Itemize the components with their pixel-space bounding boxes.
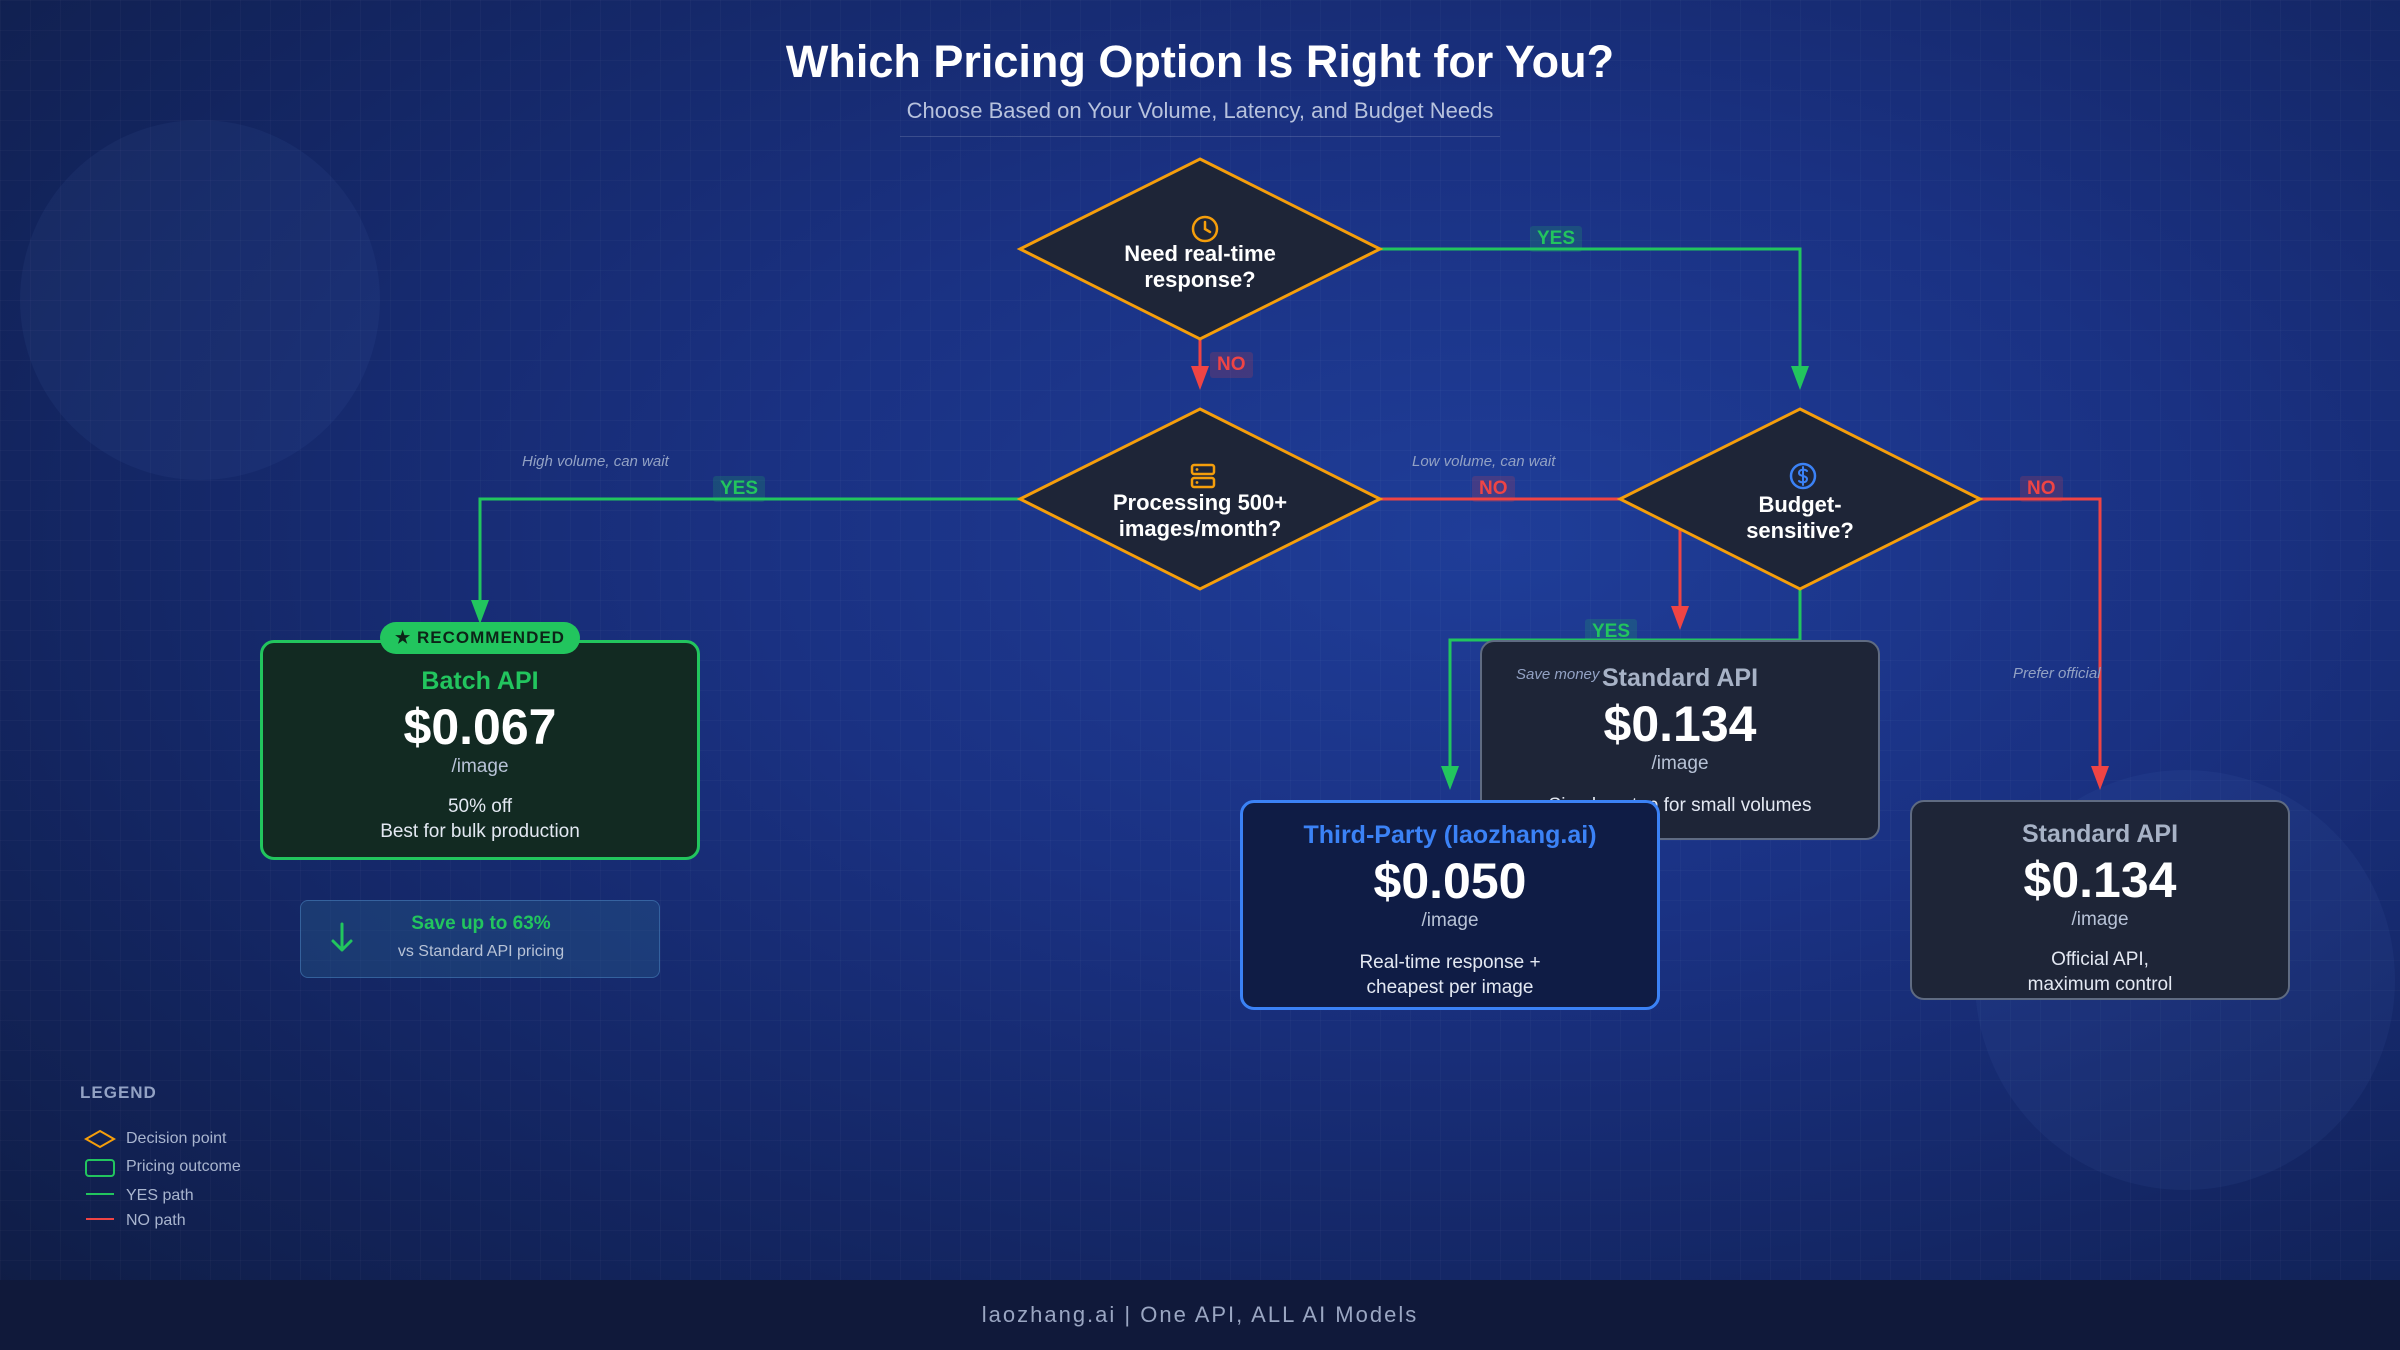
outcome-standard-api-official: Standard API $0.134 /image Official API,… xyxy=(1910,800,2290,1000)
standard-api-low-price: $0.134 xyxy=(1603,696,1757,752)
legend-outcome-icon xyxy=(85,1159,115,1177)
decision-realtime-line2: response? xyxy=(1144,267,1256,292)
dollar-coin-icon xyxy=(1789,462,1817,490)
star-icon: ★ xyxy=(395,628,412,647)
savings-subtitle: vs Standard API pricing xyxy=(397,943,565,960)
recommended-badge: ★ RECOMMENDED xyxy=(380,622,580,654)
third-party-desc1: Real-time response + xyxy=(1359,952,1541,973)
no-tag-volume: NO xyxy=(1472,476,1515,502)
no-tag-budget: NO xyxy=(2020,476,2063,502)
server-icon xyxy=(1190,463,1216,489)
legend-diamond-icon xyxy=(84,1129,116,1149)
legend-title: LEGEND xyxy=(80,1083,157,1102)
outcome-third-party: Third-Party (laozhang.ai) $0.050 /image … xyxy=(1240,800,1660,1010)
decision-budget-label: Budget- sensitive? xyxy=(1670,492,1930,544)
clock-icon xyxy=(1191,215,1219,243)
footer-text: laozhang.ai | One API, ALL AI Models xyxy=(981,1302,1419,1327)
standard-api-official-name: Standard API xyxy=(2021,820,2179,848)
note-high-volume: High volume, can wait xyxy=(522,453,669,470)
decision-volume-label: Processing 500+ images/month? xyxy=(1070,490,1330,542)
arrowhead-budget-yes xyxy=(1441,766,1459,790)
arrowhead-budget-no xyxy=(2091,766,2109,790)
note-low-volume: Low volume, can wait xyxy=(1412,453,1556,470)
legend-decision-point: Decision point xyxy=(126,1130,227,1147)
arrowhead-realtime-yes xyxy=(1791,366,1809,390)
legend-yes-line-icon xyxy=(86,1193,114,1195)
decision-volume-line1: Processing 500+ xyxy=(1112,490,1288,515)
batch-api-unit: /image xyxy=(451,756,509,777)
savings-title: Save up to 63% xyxy=(411,913,551,934)
decision-volume-diamond xyxy=(1016,407,1384,591)
batch-api-desc2: Best for bulk production xyxy=(380,821,580,842)
standard-api-low-unit: /image xyxy=(1651,753,1709,774)
footer-bar: laozhang.ai | One API, ALL AI Models xyxy=(0,1280,2400,1350)
page-title: Which Pricing Option Is Right for You? xyxy=(785,36,1615,87)
yes-tag-volume: YES xyxy=(713,476,766,502)
third-party-price: $0.050 xyxy=(1373,853,1527,909)
decision-realtime-line1: Need real-time xyxy=(1124,241,1276,266)
decision-budget-diamond xyxy=(1616,407,1984,591)
decision-budget-line1: Budget- xyxy=(1758,492,1842,517)
arrowhead-volume-yes xyxy=(471,600,489,624)
savings-callout: Save up to 63% vs Standard API pricing xyxy=(300,900,660,978)
decision-volume-line2: images/month? xyxy=(1118,516,1282,541)
third-party-name: Third-Party (laozhang.ai) xyxy=(1303,821,1597,849)
edge-volume-yes xyxy=(478,497,1020,612)
recommended-badge-label: RECOMMENDED xyxy=(417,628,565,647)
yes-tag-realtime: YES xyxy=(1530,226,1583,252)
title-divider xyxy=(900,136,1500,137)
note-prefer-official: Prefer official xyxy=(2013,665,2101,682)
arrowhead-realtime-no xyxy=(1191,366,1209,390)
decision-realtime-diamond xyxy=(1016,157,1384,341)
outcome-batch-api: Batch API $0.067 /image 50% off Best for… xyxy=(260,640,700,860)
page-subtitle: Choose Based on Your Volume, Latency, an… xyxy=(906,98,1494,123)
batch-api-price: $0.067 xyxy=(403,699,557,755)
no-tag-realtime: NO xyxy=(1210,352,1253,378)
legend-no-line-icon xyxy=(86,1218,114,1220)
standard-api-official-desc1: Official API, xyxy=(2051,949,2149,970)
edge-realtime-yes xyxy=(1380,247,1802,378)
arrow-down-icon xyxy=(331,922,353,952)
legend-no-path: NO path xyxy=(126,1212,186,1229)
third-party-desc2: cheapest per image xyxy=(1366,977,1534,998)
note-save-money: Save money xyxy=(1516,666,1600,683)
decision-budget-line2: sensitive? xyxy=(1746,518,1854,543)
standard-api-official-unit: /image xyxy=(2071,909,2129,930)
batch-api-name: Batch API xyxy=(421,667,539,695)
third-party-unit: /image xyxy=(1421,910,1479,931)
standard-api-low-name: Standard API xyxy=(1601,664,1759,692)
standard-api-official-price: $0.134 xyxy=(2023,852,2177,908)
background-orb-left xyxy=(20,120,380,480)
batch-api-desc1: 50% off xyxy=(447,796,513,817)
standard-api-official-desc2: maximum control xyxy=(2027,974,2173,995)
decision-realtime-label: Need real-time response? xyxy=(1070,241,1330,293)
legend-yes-path: YES path xyxy=(126,1187,194,1204)
arrowhead-low-volume xyxy=(1671,606,1689,630)
legend-pricing-outcome: Pricing outcome xyxy=(126,1158,241,1175)
edge-budget-no xyxy=(1980,497,2102,778)
